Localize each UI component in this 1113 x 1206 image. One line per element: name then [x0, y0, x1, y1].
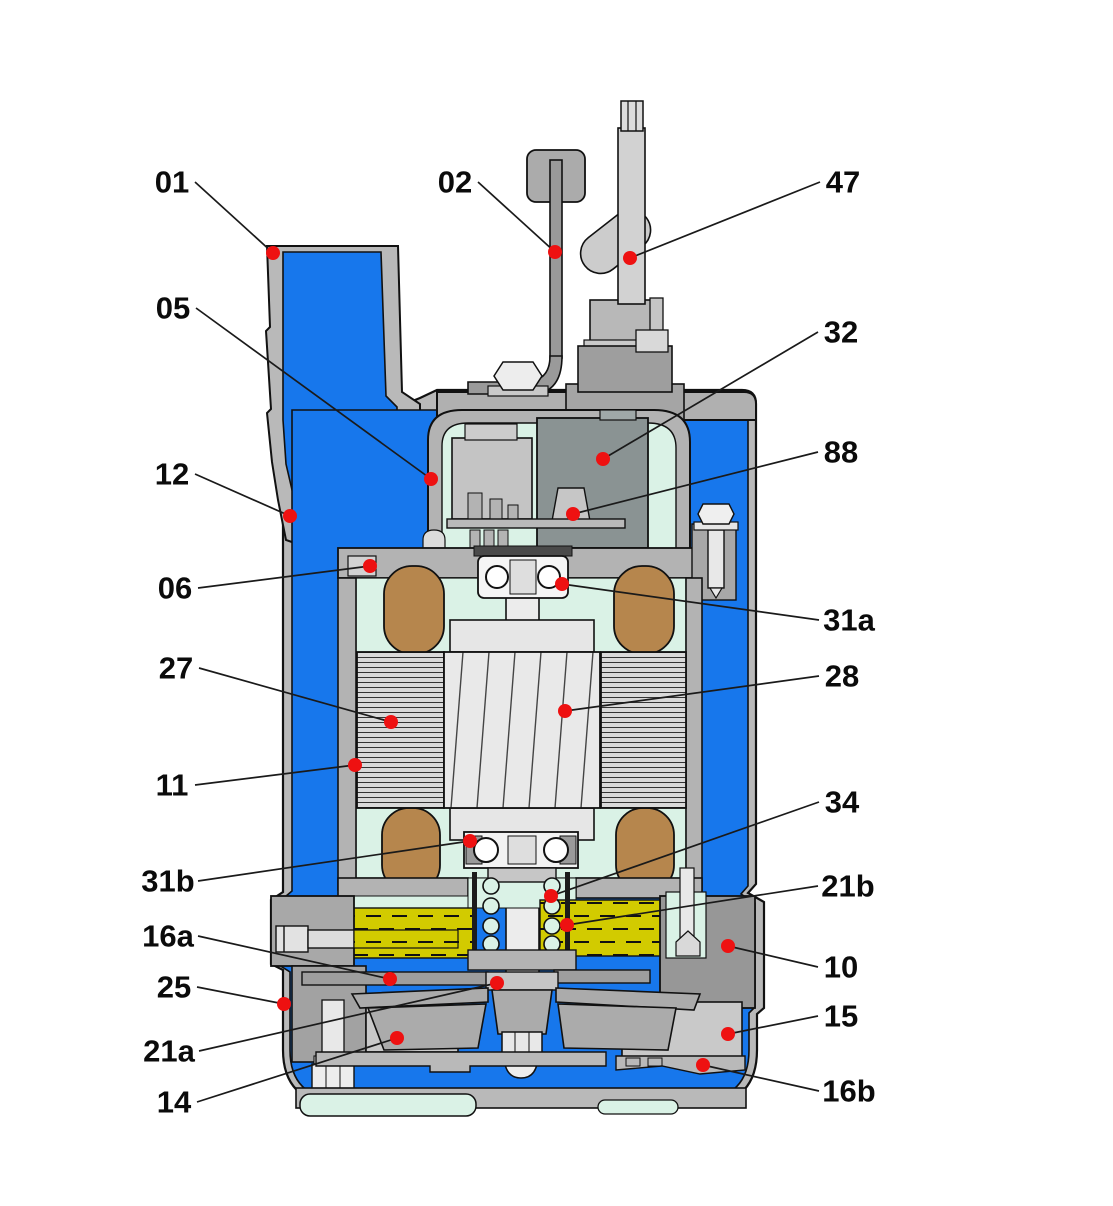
- power-cable: [617, 127, 646, 305]
- marker-dot-32: [596, 452, 610, 466]
- wear-plate-upper: [301, 969, 651, 986]
- leader-line-05: [195, 307, 432, 480]
- marker-dot-15: [721, 1027, 735, 1041]
- marker-dot-02: [548, 245, 562, 259]
- part-label-16a: 16a: [142, 919, 194, 954]
- lower-bearing: [463, 831, 579, 869]
- leader-line-31b: [197, 840, 471, 882]
- part-label-05: 05: [156, 291, 190, 326]
- part-label-28: 28: [825, 659, 859, 694]
- leader-line-01: [194, 181, 274, 254]
- leader-line-11: [194, 764, 356, 786]
- marker-dot-28: [558, 704, 572, 718]
- part-label-25: 25: [157, 970, 191, 1005]
- leader-line-34: [550, 801, 820, 897]
- mechanical-seal: [467, 867, 577, 971]
- cover-bolt: [493, 361, 543, 391]
- part-label-47: 47: [826, 165, 860, 200]
- base-pocket-left: [299, 1093, 477, 1117]
- leader-line-16b: [702, 1064, 820, 1092]
- cable-gland: [577, 100, 673, 393]
- marker-dot-31b: [463, 834, 477, 848]
- marker-dot-12: [283, 509, 297, 523]
- marker-dot-88: [566, 507, 580, 521]
- marker-dot-21b: [560, 918, 574, 932]
- part-label-21b: 21b: [821, 869, 874, 904]
- leader-line-32: [602, 331, 819, 460]
- carry-handle: [467, 149, 586, 397]
- marker-dot-16b: [696, 1058, 710, 1072]
- part-label-31b: 31b: [141, 864, 194, 899]
- part-label-21a: 21a: [143, 1034, 195, 1069]
- part-label-34: 34: [825, 785, 860, 820]
- leader-line-10: [727, 945, 819, 968]
- leader-line-88: [572, 451, 819, 515]
- oil-plug: [270, 895, 459, 967]
- jacket-bolt: [693, 503, 739, 600]
- upper-bearing: [473, 545, 573, 599]
- marker-dot-47: [623, 251, 637, 265]
- wear-plate-lower: [315, 1051, 746, 1075]
- part-label-16b: 16b: [822, 1074, 875, 1109]
- stator-housing-left-wall: [337, 577, 357, 891]
- leader-line-21a: [198, 982, 498, 1052]
- callout-layer: 01 02 47 05 32 88 12 06 31a 27 28 11 34 31b 21b 16a 10 25…: [141, 165, 875, 1120]
- marker-dot-21a: [490, 976, 504, 990]
- part-label-27: 27: [159, 651, 193, 686]
- part-label-06: 06: [158, 571, 192, 606]
- marker-dot-01: [266, 246, 280, 260]
- part-label-02: 02: [438, 165, 472, 200]
- marker-dot-05: [424, 472, 438, 486]
- part-label-01: 01: [155, 165, 189, 200]
- marker-dot-16a: [383, 972, 397, 986]
- part-label-10: 10: [824, 950, 858, 985]
- marker-dot-34: [544, 889, 558, 903]
- part-label-32: 32: [824, 315, 858, 350]
- cable-plug: [620, 100, 644, 132]
- leader-line-12: [194, 473, 291, 517]
- pump-casing: [659, 867, 756, 1009]
- marker-dot-10: [721, 939, 735, 953]
- part-label-12: 12: [155, 457, 189, 492]
- leader-line-14: [196, 1037, 398, 1103]
- terminal-board: [446, 518, 626, 529]
- leader-line-21b: [566, 885, 819, 926]
- leader-line-02: [477, 181, 556, 253]
- leader-line-25: [196, 986, 285, 1005]
- marker-dot-14: [390, 1031, 404, 1045]
- leader-line-06: [197, 565, 371, 589]
- electronics: [422, 409, 649, 553]
- marker-dot-06: [363, 559, 377, 573]
- part-label-31a: 31a: [823, 603, 875, 638]
- rotor: [443, 619, 601, 841]
- marker-dot-11: [348, 758, 362, 772]
- part-label-11: 11: [156, 768, 189, 803]
- marker-dot-31a: [555, 577, 569, 591]
- leader-line-28: [564, 675, 820, 712]
- part-label-88: 88: [824, 435, 858, 470]
- part-label-15: 15: [824, 999, 858, 1034]
- base: [295, 1087, 747, 1117]
- leader-line-31a: [561, 583, 820, 621]
- marker-dot-25: [277, 997, 291, 1011]
- base-pocket-right: [597, 1099, 679, 1115]
- part-label-14: 14: [157, 1085, 192, 1120]
- leader-line-16a: [197, 935, 391, 980]
- leader-line-27: [198, 667, 392, 723]
- marker-dot-27: [384, 715, 398, 729]
- stator-core: [356, 651, 687, 809]
- leader-line-47: [629, 181, 821, 259]
- leader-line-15: [727, 1015, 819, 1035]
